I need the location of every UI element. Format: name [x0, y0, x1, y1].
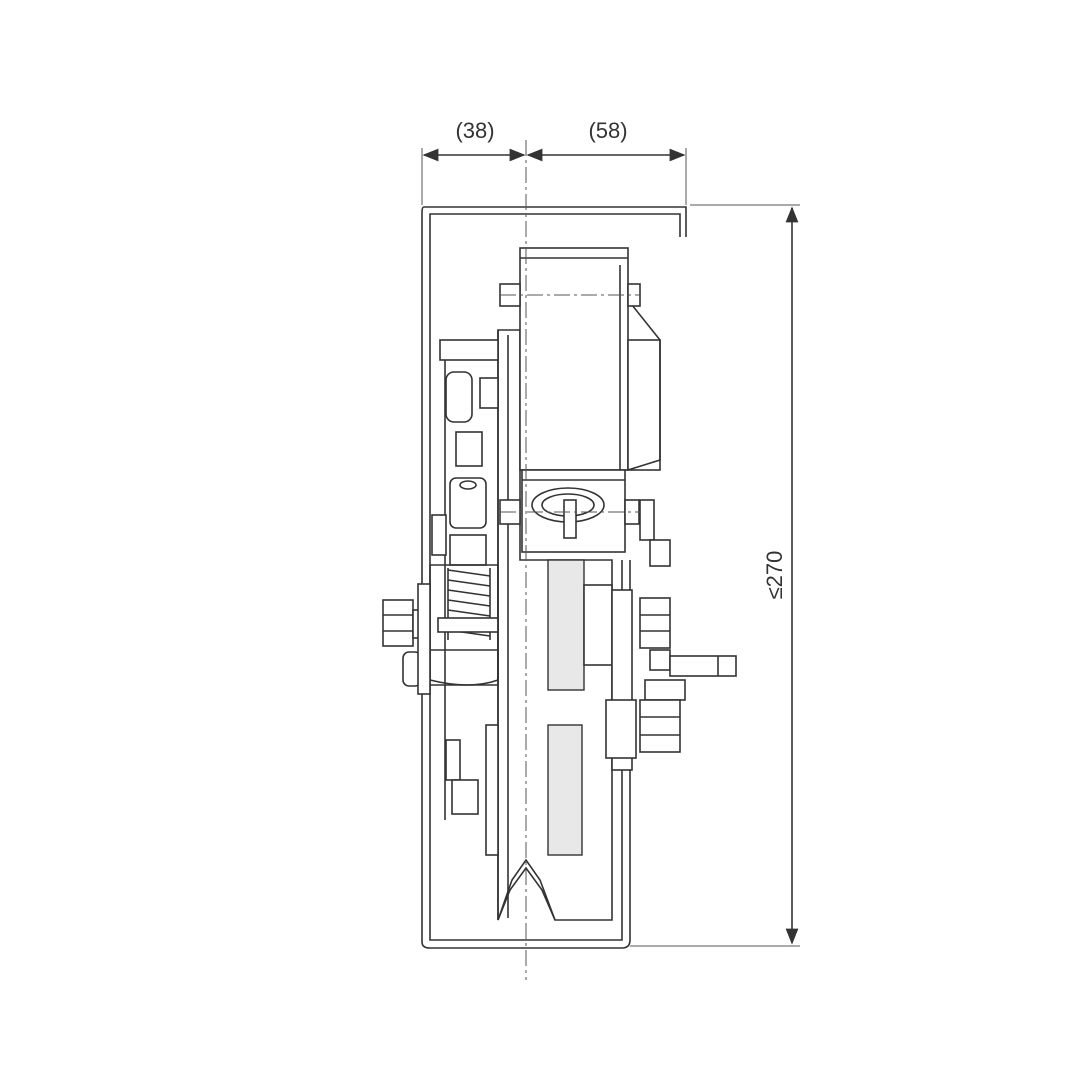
dimension-height: ≤270 [762, 551, 787, 600]
shaft [669, 655, 737, 677]
width-dimension: (38) (58) [421, 118, 687, 205]
adjuster-block [499, 469, 640, 553]
height-dimension: ≤270 [630, 204, 800, 947]
dimension-right-width: (58) [588, 118, 627, 143]
left-bolt [382, 583, 431, 695]
left-bracket [431, 339, 499, 820]
dimension-left-width: (38) [455, 118, 494, 143]
right-hardware [605, 499, 737, 771]
lower-roller [445, 724, 583, 856]
top-housing-block [499, 247, 661, 471]
compression-spring [429, 534, 499, 686]
